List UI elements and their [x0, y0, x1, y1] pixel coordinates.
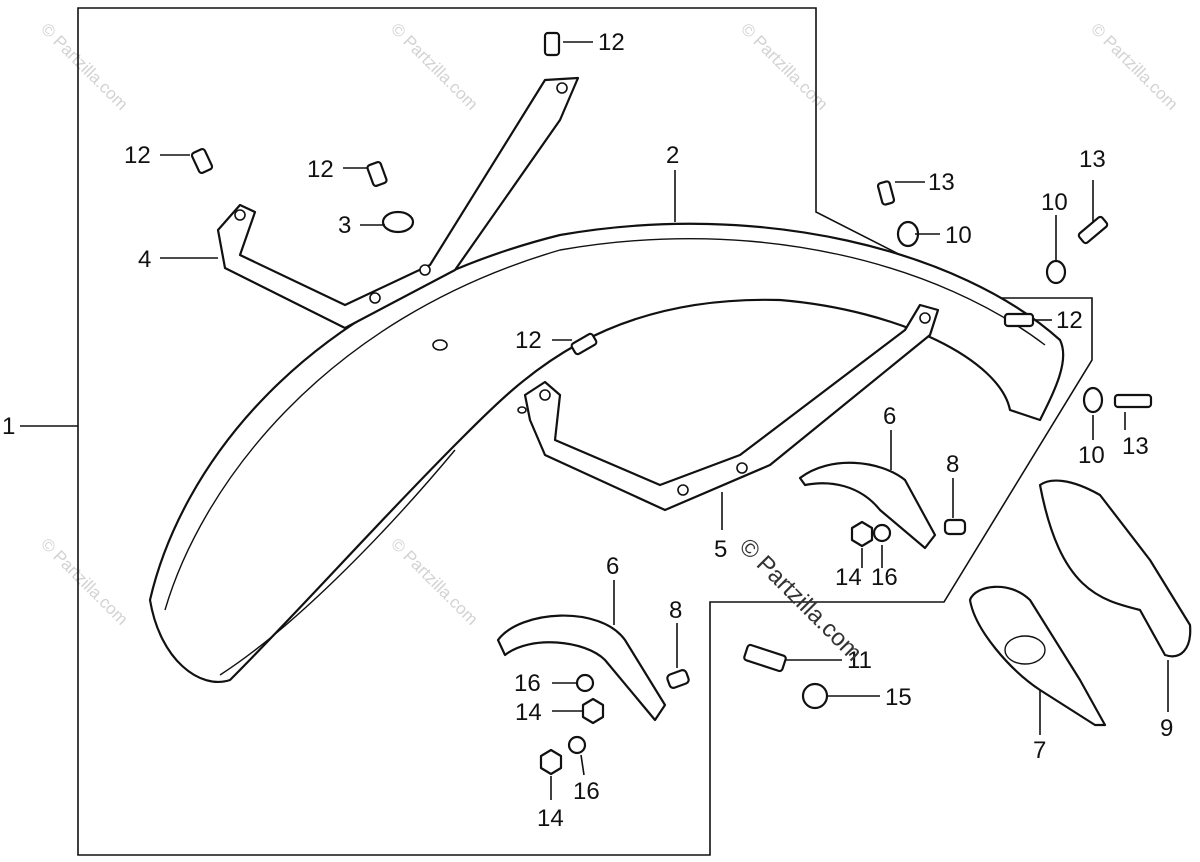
callout-14c: 14	[537, 805, 564, 832]
fender-hole	[432, 339, 448, 351]
callout-6a: 6	[883, 403, 896, 430]
watermark: © Partzilla.com	[1087, 19, 1181, 113]
callout-13c: 13	[1122, 433, 1149, 460]
callout-7: 7	[1033, 737, 1046, 764]
callout-12b: 12	[124, 142, 151, 169]
callout-9: 9	[1160, 715, 1173, 742]
fender-emblem-plate	[968, 585, 1107, 727]
callout-12a: 12	[598, 29, 625, 56]
assembly-boundary	[77, 7, 1093, 856]
watermark: © Partzilla.com	[37, 534, 131, 628]
callout-16c: 16	[573, 778, 600, 805]
fender-hole	[517, 406, 527, 414]
watermark: © Partzilla.com	[37, 19, 131, 113]
leader-lines	[20, 41, 1169, 800]
callout-10c: 10	[1078, 442, 1105, 469]
watermark: © Partzilla.com	[737, 19, 831, 113]
callout-13a: 13	[928, 169, 955, 196]
callout-8a: 8	[946, 451, 959, 478]
callout-1: 1	[2, 413, 15, 440]
fender-emblem-cover	[1038, 479, 1192, 658]
callout-2: 2	[666, 142, 679, 169]
callout-16b: 16	[514, 670, 541, 697]
fender-stay-rear	[216, 76, 580, 330]
callout-11: 11	[847, 647, 872, 674]
callouts: 1 2 3 4 5 6 6 7 8 8 9 10 10 10 11 12 12 …	[2, 29, 1173, 832]
callout-14b: 14	[515, 699, 542, 726]
callout-6b: 6	[606, 553, 619, 580]
mounting-bracket	[496, 614, 667, 722]
callout-15: 15	[885, 684, 912, 711]
watermark: © Partzilla.com	[387, 19, 481, 113]
front-fender	[148, 222, 1065, 683]
callout-13b: 13	[1079, 146, 1106, 173]
callout-4: 4	[138, 246, 151, 273]
callout-8b: 8	[669, 597, 682, 624]
callout-16a: 16	[871, 564, 898, 591]
callout-12c: 12	[307, 156, 334, 183]
mounting-bracket	[798, 461, 937, 550]
fender-stay-front	[523, 303, 940, 512]
callout-3: 3	[338, 212, 351, 239]
callout-14a: 14	[835, 564, 862, 591]
callout-12d: 12	[515, 327, 542, 354]
callout-10a: 10	[945, 222, 972, 249]
callout-5: 5	[714, 536, 727, 563]
callout-10b: 10	[1041, 189, 1068, 216]
watermark: © Partzilla.com	[387, 534, 481, 628]
callout-12e: 12	[1056, 307, 1083, 334]
